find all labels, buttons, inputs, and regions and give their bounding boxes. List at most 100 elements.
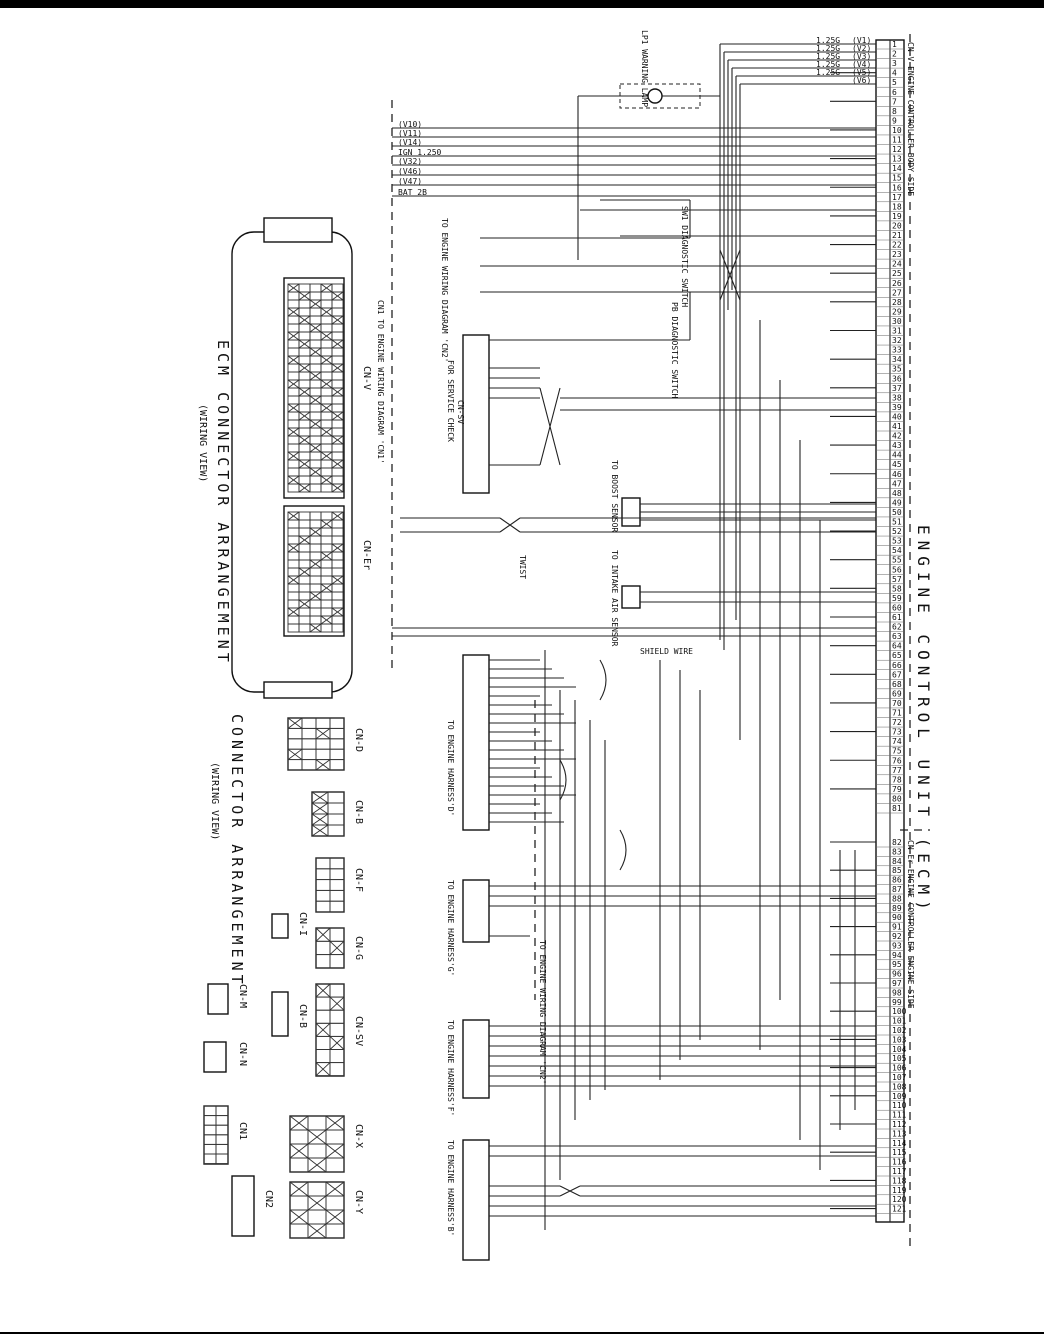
cn-i-label: CN-I: [297, 912, 308, 936]
ecu-pin-76: 76: [892, 756, 902, 765]
ecu-pin-51: 51: [892, 518, 902, 527]
wire-label-4: 1.25G: [816, 60, 840, 69]
ecu-pin-102: 102: [892, 1026, 907, 1035]
harness-g-label: TO ENGINE HARNESS'G': [446, 880, 455, 976]
wiring-note: TO ENGINE WIRING DIAGRAM 'CN2': [538, 940, 547, 1085]
cn-v-grid: [287, 283, 344, 493]
cn-sv-label: CN-SV: [456, 400, 465, 424]
ecu-pin-81: 81: [892, 804, 902, 813]
cn-d-diagram: CN-D: [287, 717, 364, 771]
cn-b-label: CN-B: [353, 800, 364, 824]
cn2-diagram: CN2: [231, 1175, 274, 1237]
ecu-pin-108: 108: [892, 1082, 907, 1091]
ecu-pin-26: 26: [892, 279, 902, 288]
cn-v-pin-list: 1234567891011121314151617181920212223242…: [830, 40, 904, 814]
ecu-pin-12: 12: [892, 145, 902, 154]
ecu-pin-1: 1: [892, 40, 897, 49]
ecu-pin-38: 38: [892, 393, 902, 402]
ecu-pin-115: 115: [892, 1148, 907, 1157]
ecu-pin-74: 74: [892, 737, 902, 746]
code-v47: (V47): [398, 177, 422, 186]
ecu-pin-33: 33: [892, 346, 902, 355]
cn-g-diagram: CN-G: [315, 927, 364, 969]
ecu-pin-56: 56: [892, 565, 902, 574]
pb-label: PB DIAGNOSTIC SWITCH: [670, 302, 679, 399]
ecu-pin-99: 99: [892, 998, 902, 1007]
cn-er-side-label: CN-Er ENGINE CONTROLLER ENGINE SIDE: [906, 840, 915, 1009]
cn-er-grid: [287, 511, 344, 633]
ecm-connector-body: [231, 217, 353, 699]
ecu-pin-18: 18: [892, 202, 902, 211]
ecu-pin-41: 41: [892, 422, 902, 431]
cn-b-small-diagram: CN-B: [271, 991, 308, 1037]
sw1-label: SW1 DIAGNOSTIC SWITCH: [680, 206, 689, 307]
ecu-pin-89: 89: [892, 904, 902, 913]
connector-arrangement-title: CONNECTOR ARRANGEMENT: [228, 714, 246, 988]
cn1-note: CN1 TO ENGINE WIRING DIAGRAM 'CN1': [376, 300, 385, 464]
cn-sv-diag-label: CN-SV: [353, 1016, 364, 1046]
ecu-pin-80: 80: [892, 794, 902, 803]
cn-er-label: CN-Er: [361, 540, 372, 570]
code-bat: BAT 2B: [398, 188, 427, 197]
ecu-pin-2: 2: [892, 50, 897, 59]
ecu-pin-104: 104: [892, 1045, 907, 1054]
code-v32: (V32): [398, 157, 422, 166]
ecu-pin-83: 83: [892, 847, 902, 856]
ecu-pin-118: 118: [892, 1176, 907, 1185]
cn-g-label: CN-G: [353, 936, 364, 960]
ecu-pin-43: 43: [892, 441, 902, 450]
ecu-pin-55: 55: [892, 556, 902, 565]
cn-g-harness: TO ENGINE HARNESS'G' TO ENGINE WIRING DI…: [446, 879, 876, 1085]
ecu-pin-8: 8: [892, 107, 897, 116]
ecu-pin-70: 70: [892, 699, 902, 708]
middle-bus: [534, 320, 856, 1230]
lamp-label: LP1 WARNING LAMP: [640, 30, 649, 107]
ecu-pin-6: 6: [892, 88, 897, 97]
ecu-pin-39: 39: [892, 403, 902, 412]
cn-x-diagram: CN-X: [289, 1115, 364, 1173]
top-wire-group: 1.25G 1.25G 1.25G 1.25G 1.25G (V1) (V2) …: [719, 36, 876, 740]
cn1-label: CN1: [237, 1122, 248, 1140]
twist-label: TWIST: [518, 555, 527, 579]
cn-b-sensor: TO BOOST SENSOR: [610, 460, 876, 532]
harness-d-label: TO ENGINE HARNESS'D': [446, 720, 455, 816]
cn-sv-diagram: CN-SV: [315, 983, 364, 1077]
ecm-arrangement-sub: (WIRING VIEW): [197, 404, 208, 482]
ecu-pin-117: 117: [892, 1167, 907, 1176]
ecu-pin-49: 49: [892, 498, 902, 507]
ecu-pin-90: 90: [892, 913, 902, 922]
ecu-pin-72: 72: [892, 718, 902, 727]
code-v11: (V11): [398, 129, 422, 138]
cn-er-pin-list: 8283848586878889909192939495969798991001…: [830, 838, 907, 1214]
service-check-label: FOR SERVICE CHECK: [446, 360, 455, 442]
cn-f-diagram: CN-F: [315, 857, 364, 913]
bottom-border: [0, 1332, 1044, 1334]
wire-label-1: 1.25G: [816, 36, 840, 45]
ecu-pin-30: 30: [892, 317, 902, 326]
ecu-pin-25: 25: [892, 269, 902, 278]
ecu-pin-112: 112: [892, 1120, 907, 1129]
ecu-title-text: ENGINE CONTROL UNIT (ECM): [914, 525, 933, 916]
ecu-pin-92: 92: [892, 932, 902, 941]
ecu-pin-45: 45: [892, 460, 902, 469]
ecu-pin-82: 82: [892, 838, 902, 847]
ecu-pin-73: 73: [892, 728, 902, 737]
ecu-pin-36: 36: [892, 374, 902, 383]
ecu-pin-28: 28: [892, 298, 902, 307]
cn-d-harness: TO ENGINE HARNESS'D': [446, 654, 576, 831]
ecu-pin-13: 13: [892, 155, 902, 164]
ecu-pin-23: 23: [892, 250, 902, 259]
ecu-pin-67: 67: [892, 670, 902, 679]
ecu-pin-121: 121: [892, 1205, 907, 1214]
wire-label-5: 1.25G: [816, 68, 840, 77]
ecu-pin-53: 53: [892, 537, 902, 546]
ecu-pin-21: 21: [892, 231, 902, 240]
cn-sv-connector: FOR SERVICE CHECK CN-SV: [446, 334, 876, 494]
wire-label-3: 1.25G: [816, 52, 840, 61]
ecu-pin-54: 54: [892, 546, 902, 555]
ecu-pin-77: 77: [892, 766, 902, 775]
code-v46: (V46): [398, 167, 422, 176]
code-v14: (V14): [398, 138, 422, 147]
cn-f-harness: TO ENGINE HARNESS'F': [446, 1019, 876, 1116]
